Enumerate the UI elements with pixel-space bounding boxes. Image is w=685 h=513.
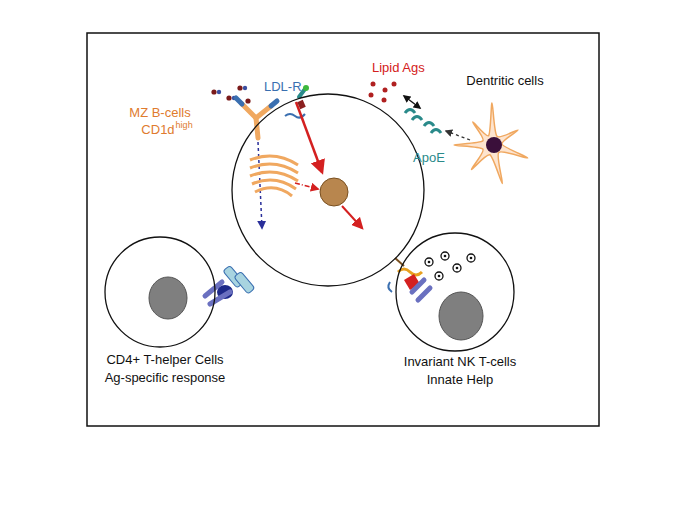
endosome [320,178,348,206]
cell-outline [104,236,216,348]
dashed-arrow [446,131,470,140]
cell-label: CD1d [141,122,174,137]
golgi [250,156,298,196]
antibody [236,98,277,138]
cell-label: Invariant NK T-cells [404,354,516,369]
molecule-label: ApoE [413,150,445,165]
superscript: high [176,120,193,130]
cell-outline [395,232,515,352]
cell-circle: MZ B-cellsCD1dhigh [231,93,425,287]
lipid-dots [369,82,397,103]
dashed-arrow [258,142,262,228]
frame [87,33,599,426]
cell-label: MZ B-cells [129,105,190,120]
dash-dot-arrow [295,183,318,189]
cell-circle: CD4+ T-helper CellsAg-specific response [104,236,216,348]
red-arrow [342,206,362,228]
antigen-dots [211,85,250,103]
double-arrow [404,96,420,108]
cell-label: Ag-specific response [105,370,226,385]
cell-label: CD4+ T-helper Cells [106,352,223,367]
apoe [405,110,441,134]
ldl-receptor [285,85,322,172]
cell-outline [452,100,532,190]
cd1d-tcr-contact [388,258,430,300]
molecule-label: Lipid Ags [372,60,425,75]
cell-label: Dentritic cells [466,73,543,88]
dendritic-cell: Dentritic cells [452,100,532,190]
cell-circle: Invariant NK T-cellsInnate Help [395,232,515,352]
cell-label-line: CD1dhigh [141,122,192,139]
cell-outline [231,93,425,287]
mhc-tcr-contact [205,265,255,304]
cell-label: Innate Help [427,372,494,387]
molecule-label: LDL-R [264,79,302,94]
